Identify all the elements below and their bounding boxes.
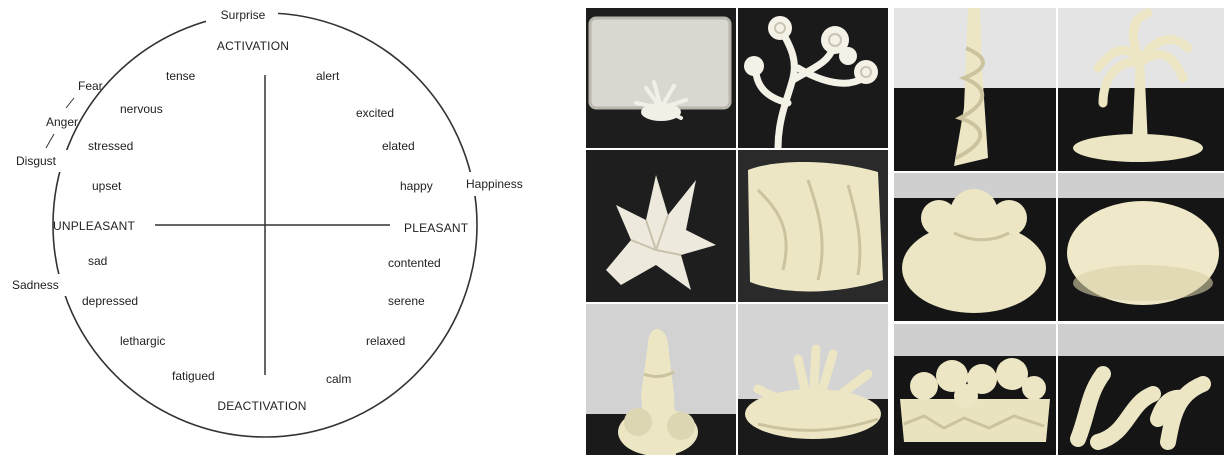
photo-coiled-spirals	[738, 8, 888, 148]
anger-disgust-connector	[46, 134, 54, 148]
clay-sculpture-photo-grid	[586, 8, 1228, 455]
emotion-anger: Anger	[46, 115, 78, 129]
photo-stacked-column	[586, 304, 736, 455]
axis-label-pleasant: PLEASANT	[404, 221, 469, 235]
photo-clay-slab	[586, 8, 736, 148]
emotion-happiness: Happiness	[466, 177, 523, 191]
emotion-disgust: Disgust	[16, 154, 57, 168]
term-relaxed: relaxed	[366, 334, 405, 348]
term-depressed: depressed	[82, 294, 138, 308]
photo-lumpy-mound	[894, 173, 1056, 321]
axis-label-activation: ACTIVATION	[217, 39, 289, 53]
emotion-surprise: Surprise	[221, 8, 266, 22]
term-serene: serene	[388, 294, 425, 308]
emotion-fear: Fear	[78, 79, 103, 93]
photo-crumbled-ring	[894, 324, 1056, 455]
term-alert: alert	[316, 69, 340, 83]
term-upset: upset	[92, 179, 122, 193]
term-elated: elated	[382, 139, 415, 153]
fear-anger-connector	[66, 98, 74, 108]
term-nervous: nervous	[120, 102, 163, 116]
photo-open-hand-form	[738, 304, 888, 455]
term-tense: tense	[166, 69, 196, 83]
axis-label-deactivation: DEACTIVATION	[217, 399, 306, 413]
term-sad: sad	[88, 254, 107, 268]
term-contented: contented	[388, 256, 441, 270]
term-excited: excited	[356, 106, 394, 120]
term-calm: calm	[326, 372, 351, 386]
photo-smooth-oval	[1058, 173, 1224, 321]
photo-curled-fingers	[1058, 324, 1224, 455]
emotion-sadness: Sadness	[12, 278, 59, 292]
photo-folded-block	[738, 150, 888, 302]
photo-twisted-column	[894, 8, 1056, 171]
circumplex-diagram: ACTIVATION DEACTIVATION UNPLEASANT PLEAS…	[0, 0, 560, 455]
photo-spiky-star	[586, 150, 736, 302]
axis-label-unpleasant: UNPLEASANT	[53, 219, 135, 233]
term-fatigued: fatigued	[172, 369, 215, 383]
photo-palm-form	[1058, 8, 1224, 171]
term-stressed: stressed	[88, 139, 133, 153]
term-lethargic: lethargic	[120, 334, 165, 348]
term-happy: happy	[400, 179, 433, 193]
